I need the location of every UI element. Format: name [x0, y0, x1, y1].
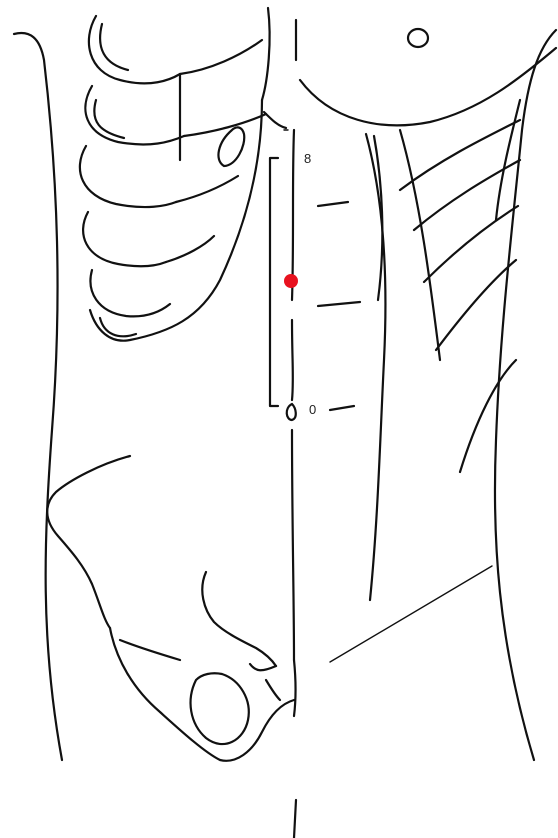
- rectus-abdominis: [318, 134, 385, 600]
- pelvis: [47, 456, 295, 761]
- measurement-bracket: [270, 130, 288, 406]
- scale-label-bottom: 0: [309, 402, 316, 417]
- rib-cage: [80, 8, 286, 341]
- torso-outline: [14, 30, 556, 760]
- oblique-lines: [400, 100, 520, 472]
- inguinal-ligament: [330, 566, 492, 662]
- acupoint-marker: [284, 274, 298, 288]
- scale-label-top: 8: [304, 151, 311, 166]
- navel: [287, 404, 296, 420]
